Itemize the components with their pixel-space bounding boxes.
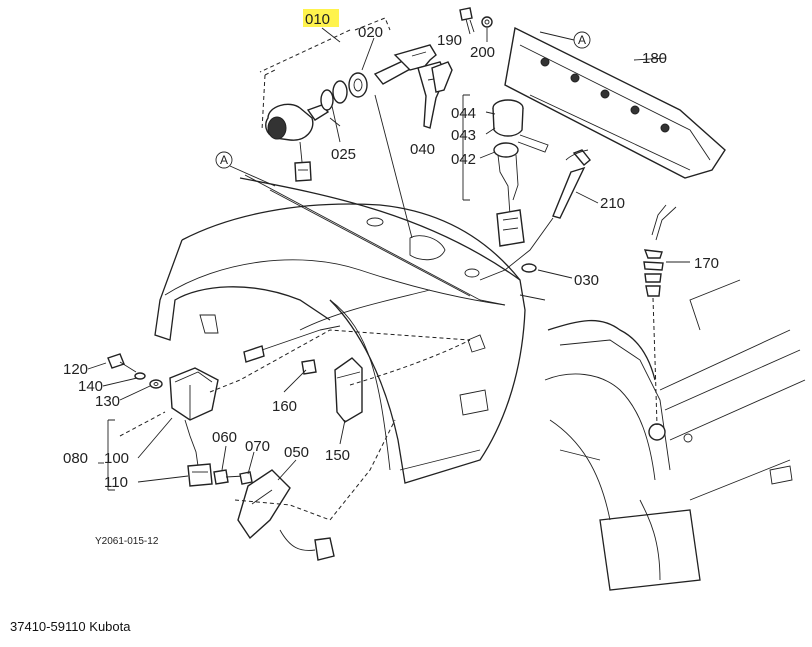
label-040: 040 — [410, 141, 435, 158]
engine-outline — [544, 279, 806, 591]
part-050-flasher — [237, 469, 335, 561]
parts-diagram: A A 010 020 025 190 200 180 044 043 040 … — [63, 7, 806, 591]
reference-marker-a-top: A — [539, 31, 591, 49]
part-180-meter-panel — [504, 26, 726, 179]
label-170: 170 — [694, 255, 719, 272]
label-070: 070 — [245, 438, 270, 455]
label-042: 042 — [451, 151, 476, 168]
reference-marker-a-left: A — [215, 151, 276, 187]
label-080: 080 — [63, 450, 88, 467]
label-200: 200 — [470, 44, 495, 61]
part-120-bolt — [107, 353, 137, 373]
part-140-washer — [134, 372, 146, 380]
part-110-connector — [187, 463, 213, 487]
part-030-grommet — [521, 263, 537, 273]
dashboard-panel — [154, 174, 546, 484]
part-150-relay — [334, 357, 363, 423]
bracket-080 — [107, 419, 115, 491]
part-060-bolt — [213, 469, 245, 485]
marker-a-label: A — [578, 33, 586, 47]
part-200-washer — [481, 16, 493, 28]
highlight-010 — [303, 9, 339, 27]
label-160: 160 — [272, 398, 297, 415]
label-050: 050 — [284, 444, 309, 461]
label-110: 110 — [104, 474, 128, 491]
label-180: 180 — [642, 50, 667, 67]
label-210: 210 — [600, 195, 625, 212]
label-060: 060 — [212, 429, 237, 446]
leader-lines — [87, 19, 690, 483]
part-labels: 010 020 025 190 200 180 044 043 040 042 … — [63, 11, 719, 547]
label-010: 010 — [305, 11, 330, 28]
label-044: 044 — [451, 105, 476, 122]
label-030: 030 — [574, 272, 599, 289]
label-150: 150 — [325, 447, 350, 464]
figure-code: Y2061-015-12 — [95, 536, 159, 547]
label-190: 190 — [437, 32, 462, 49]
label-043: 043 — [451, 127, 476, 144]
part-caption: 37410-59110 Kubota — [10, 619, 131, 634]
part-070-nut — [239, 471, 253, 485]
part-210-cable — [479, 149, 591, 281]
label-020: 020 — [358, 24, 383, 41]
part-040-switch-group — [462, 94, 549, 247]
label-100: 100 — [104, 450, 129, 467]
label-130: 130 — [95, 393, 120, 410]
marker-a-label: A — [220, 153, 228, 167]
label-140: 140 — [78, 378, 103, 395]
part-190-bolt — [459, 7, 473, 35]
cable-assembly — [243, 325, 341, 363]
part-170-sensor — [643, 204, 677, 426]
label-025: 025 — [331, 146, 356, 163]
part-100-relay — [169, 367, 219, 467]
part-010-key-switch — [259, 17, 453, 239]
label-120: 120 — [63, 361, 88, 378]
part-130-washer — [149, 379, 163, 389]
